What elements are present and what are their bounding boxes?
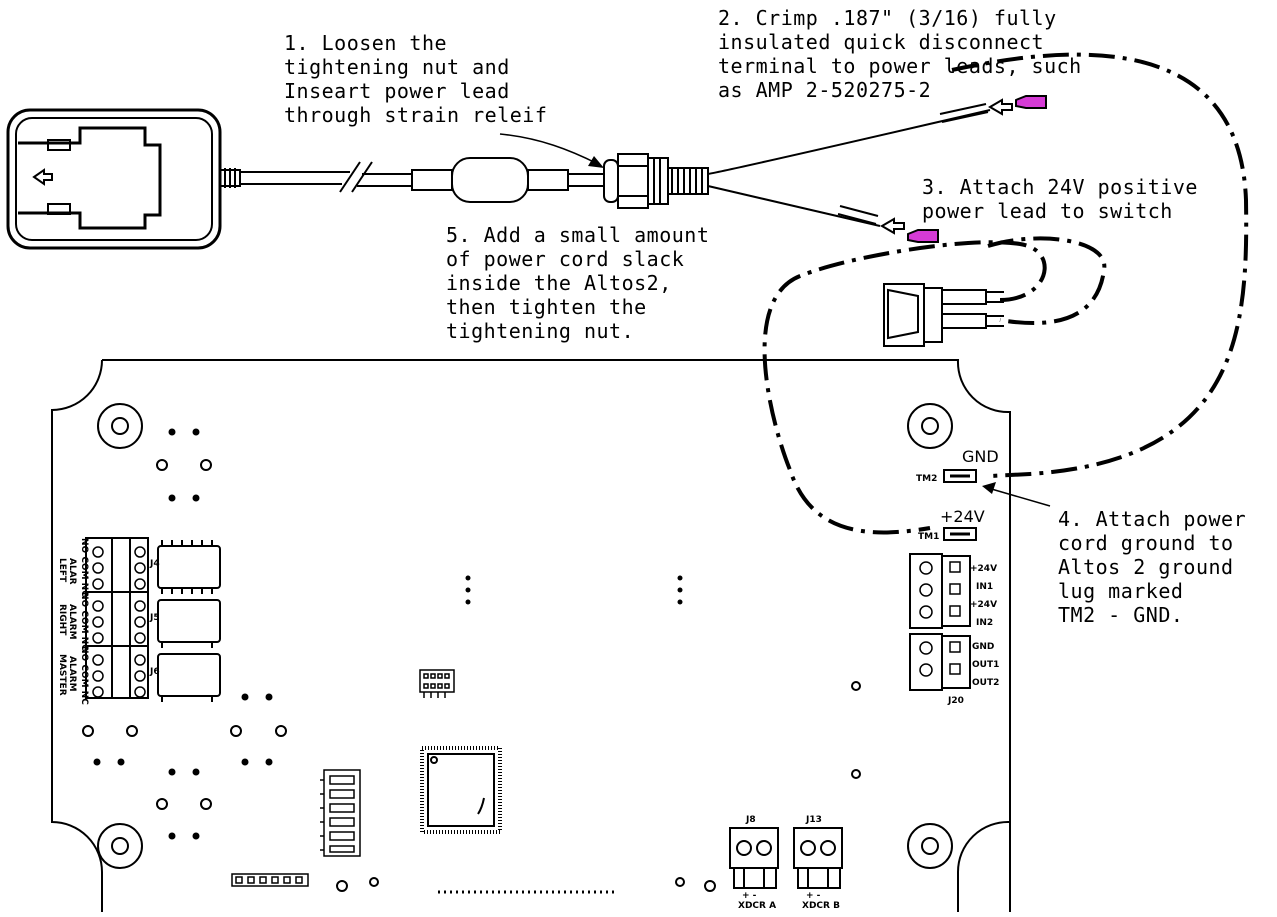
xdcra-label: XDCR A bbox=[738, 901, 776, 911]
xdcra-polarity: + - bbox=[742, 891, 757, 901]
step-5-line-5: tightening nut. bbox=[446, 319, 634, 343]
power-leads bbox=[707, 103, 991, 227]
relay-pins-left: NO COM NC bbox=[79, 538, 89, 597]
j20-pin-3: +24V bbox=[970, 600, 997, 610]
adapter-cord-strain bbox=[219, 168, 241, 188]
xdcrb-polarity: + - bbox=[806, 891, 821, 901]
strain-relief-gland bbox=[603, 153, 709, 209]
step-5-text: 5. Add a small amount of power cord slac… bbox=[446, 223, 709, 343]
step-4-text: 4. Attach power cord ground to Altos 2 g… bbox=[1058, 507, 1246, 627]
pcb-vias bbox=[93, 428, 683, 840]
step-2-line-1: 2. Crimp .187" (3/16) fully bbox=[718, 6, 1057, 30]
j6-label: J6 bbox=[149, 667, 160, 677]
relays bbox=[157, 540, 221, 702]
step-1-text: 1. Loosen the tightening nut and Inseart… bbox=[284, 31, 547, 127]
alarm-left-2: LEFT bbox=[57, 558, 67, 583]
j20-pin-1: +24V bbox=[970, 564, 997, 574]
j8-label: J8 bbox=[745, 815, 756, 825]
step-2-text: 2. Crimp .187" (3/16) fully insulated qu… bbox=[718, 6, 1082, 102]
rocker-switch bbox=[883, 283, 1004, 347]
step-1-line-4: through strain releif bbox=[284, 103, 547, 127]
step-5-line-1: 5. Add a small amount bbox=[446, 223, 709, 247]
relay-terminal-block bbox=[85, 537, 149, 699]
j20-pin-7: OUT2 bbox=[972, 678, 999, 688]
j20-pin-5: GND bbox=[972, 642, 994, 652]
j5-label: J5 bbox=[149, 613, 160, 623]
crimp-terminals bbox=[880, 95, 1047, 243]
pcb-pads bbox=[82, 459, 861, 892]
alarm-right-1: ALARM bbox=[67, 604, 77, 640]
relay-labels: NO COM NC NO COM NC NO COM NC ALAR LEFT … bbox=[57, 538, 89, 705]
mount-holes bbox=[97, 403, 953, 869]
tm1-label: TM1 bbox=[918, 532, 939, 542]
power-cable bbox=[240, 157, 604, 203]
step-4-line-2: cord ground to bbox=[1058, 531, 1234, 555]
j13-label: J13 bbox=[805, 815, 822, 825]
pcb-outline bbox=[51, 359, 1011, 912]
leader-arrows bbox=[499, 133, 1051, 507]
j20-pin-2: IN1 bbox=[976, 582, 993, 592]
step-3-line-2: power lead to switch bbox=[922, 199, 1173, 223]
j4-label: J4 bbox=[149, 559, 160, 569]
microcontroller bbox=[420, 746, 502, 834]
j20-pin-labels: +24V IN1 +24V IN2 GND OUT1 OUT2 J20 bbox=[947, 564, 999, 706]
step-2-line-4: as AMP 2-520275-2 bbox=[718, 78, 931, 102]
power-adapter bbox=[6, 108, 222, 250]
step-1-line-1: 1. Loosen the bbox=[284, 31, 447, 55]
j20-label: J20 bbox=[947, 696, 964, 706]
plus24-label: +24V bbox=[940, 507, 985, 526]
step-4-line-4: lug marked bbox=[1058, 579, 1183, 603]
dip-switch bbox=[320, 769, 361, 857]
dashed-routes bbox=[762, 52, 1249, 535]
pin-header bbox=[419, 669, 455, 698]
step-1-line-2: tightening nut and bbox=[284, 55, 510, 79]
alarm-left-1: ALAR bbox=[67, 558, 77, 585]
tm2-label: TM2 bbox=[916, 474, 937, 484]
step-2-line-3: terminal to power leads, such bbox=[718, 54, 1082, 78]
alarm-master-1: ALARM bbox=[67, 656, 77, 692]
step-1-line-3: Inseart power lead bbox=[284, 79, 510, 103]
step-5-line-3: inside the Altos2, bbox=[446, 271, 672, 295]
j20-pin-4: IN2 bbox=[976, 618, 993, 628]
leader-arrowheads bbox=[588, 156, 996, 494]
alarm-master-2: MASTER bbox=[57, 654, 67, 696]
tm-lugs bbox=[943, 469, 977, 541]
relay-pins-master: NO COM NC bbox=[79, 646, 89, 705]
step-4-line-3: Altos 2 ground bbox=[1058, 555, 1234, 579]
step-2-line-2: insulated quick disconnect bbox=[718, 30, 1044, 54]
gnd-label: GND bbox=[962, 447, 999, 466]
step-4-line-1: 4. Attach power bbox=[1058, 507, 1246, 531]
step-3-line-1: 3. Attach 24V positive bbox=[922, 175, 1198, 199]
j20-terminal-block bbox=[909, 553, 971, 691]
step-5-line-2: of power cord slack bbox=[446, 247, 684, 271]
xdcr-connectors bbox=[729, 827, 843, 889]
alarm-right-2: RIGHT bbox=[57, 604, 67, 636]
step-4-line-5: TM2 - GND. bbox=[1058, 603, 1183, 627]
step-5-line-4: then tighten the bbox=[446, 295, 647, 319]
xdcrb-label: XDCR B bbox=[802, 901, 840, 911]
step-3-text: 3. Attach 24V positive power lead to swi… bbox=[922, 175, 1198, 223]
j20-pin-6: OUT1 bbox=[972, 660, 999, 670]
bottom-header bbox=[231, 873, 309, 887]
relay-pins-right: NO COM NC bbox=[79, 592, 89, 651]
